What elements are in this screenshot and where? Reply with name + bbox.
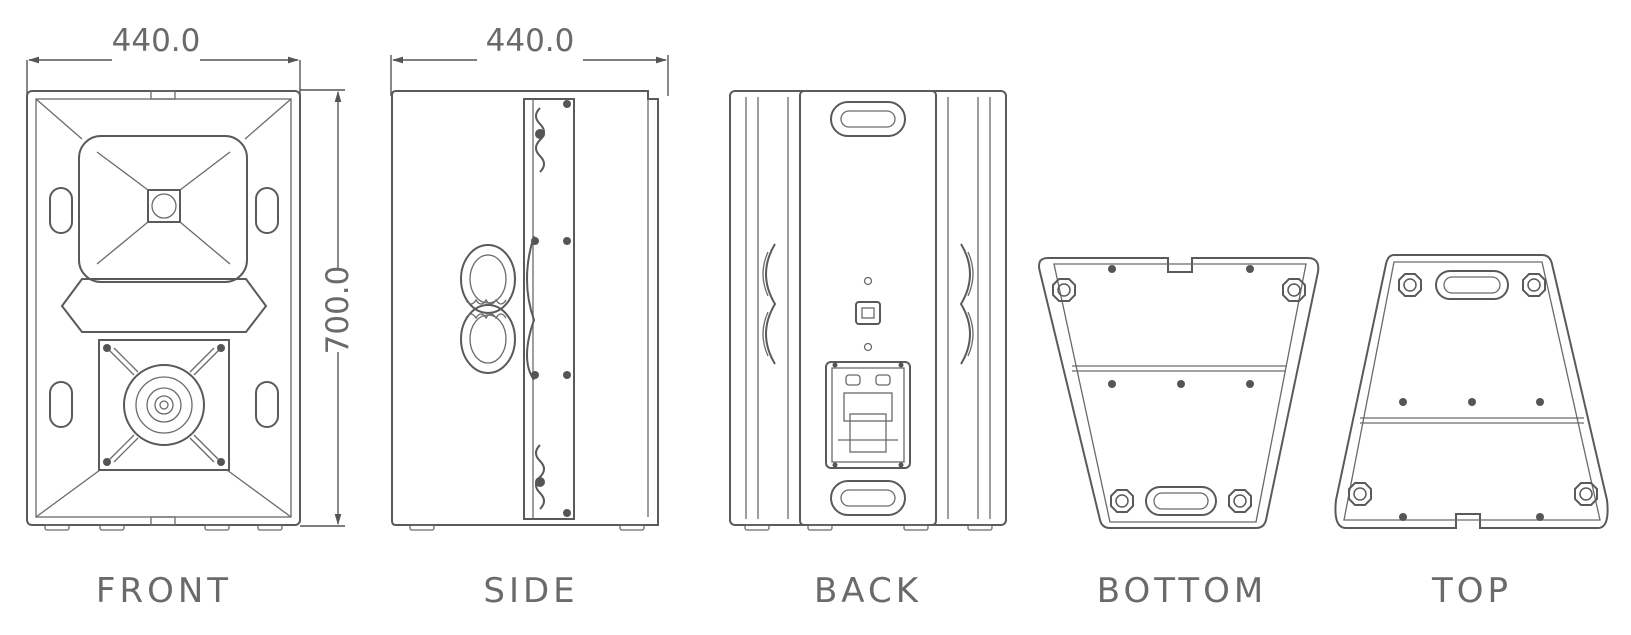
rigging-rail: [523, 98, 575, 520]
height-label: 700.0: [320, 266, 356, 355]
front-cabinet: [26, 90, 301, 526]
bottom-view: [1038, 257, 1320, 529]
side-width-label: 440.0: [486, 23, 575, 59]
view-label-back: BACK: [814, 571, 922, 611]
side-view: 440.0: [390, 23, 669, 531]
view-label-front: FRONT: [96, 571, 232, 611]
bottom-plate: [1038, 257, 1320, 529]
height-dimension: 700.0: [300, 89, 356, 527]
view-label-top: TOP: [1431, 571, 1512, 611]
top-plate: [1334, 254, 1609, 529]
side-handle: [460, 235, 536, 381]
front-view: 440.0 700.0: [26, 23, 356, 531]
front-width-dimension: 440.0: [26, 23, 301, 96]
woofer: [98, 339, 230, 471]
front-width-label: 440.0: [112, 23, 201, 59]
amp-module: [825, 361, 911, 469]
horn: [60, 135, 268, 333]
view-label-bottom: BOTTOM: [1097, 571, 1268, 611]
back-view: [729, 90, 1007, 531]
view-label-side: SIDE: [483, 571, 578, 611]
side-width-dimension: 440.0: [390, 23, 669, 96]
side-cabinet: [391, 90, 659, 526]
top-view: [1334, 254, 1609, 529]
